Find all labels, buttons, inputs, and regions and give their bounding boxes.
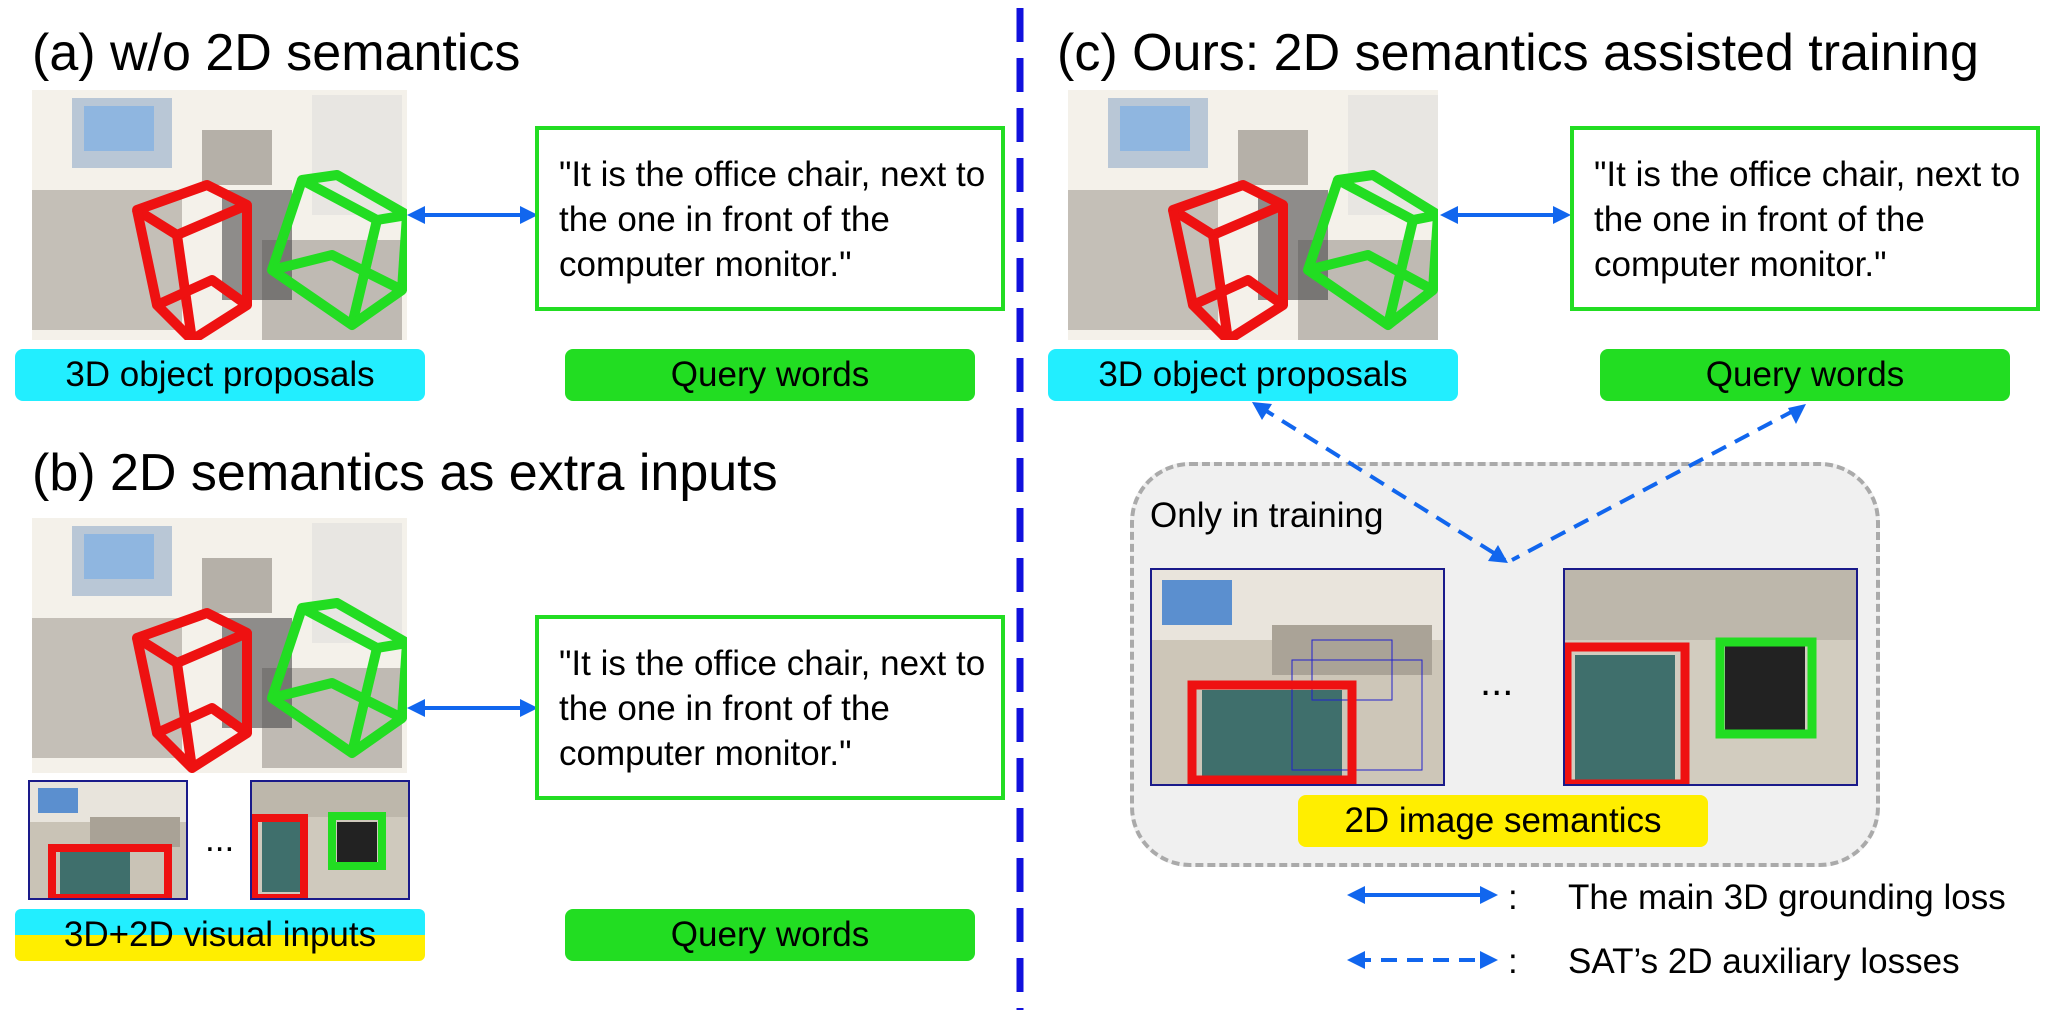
main-loss-arrow <box>1440 206 1571 224</box>
legend-solid-label: The main 3D grounding loss <box>1568 878 2006 917</box>
3d-2d-visual-inputs-label: 3D+2D visual inputs <box>15 909 425 961</box>
2d-image-semantic <box>1150 568 1445 786</box>
panel-c-title: (c) Ours: 2D semantics assisted training <box>1057 24 1979 82</box>
query-text-box: "It is the office chair, next to the one… <box>535 126 1005 311</box>
2d-image-semantics-label: 2D image semantics <box>1298 795 1708 847</box>
legend-separator: : <box>1508 878 1518 917</box>
main-loss-arrow <box>407 206 538 224</box>
ellipsis: ... <box>205 820 235 859</box>
query-text-box: "It is the office chair, next to the one… <box>1570 126 2040 311</box>
main-loss-arrow <box>407 699 538 717</box>
point-cloud-scene <box>32 518 407 773</box>
legend-solid-arrow <box>1347 886 1498 904</box>
only-in-training-label: Only in training <box>1150 496 1384 535</box>
3d-object-proposals-label: 3D object proposals <box>15 349 425 401</box>
2d-image-semantic <box>1563 568 1858 786</box>
query-words-label: Query words <box>565 349 975 401</box>
point-cloud-scene <box>32 90 407 340</box>
point-cloud-scene <box>1068 90 1438 340</box>
panel-a-title: (a) w/o 2D semantics <box>32 24 521 82</box>
query-text-box: "It is the office chair, next to the one… <box>535 615 1005 800</box>
legend-dashed-arrow <box>1347 951 1498 969</box>
3d-object-proposals-label: 3D object proposals <box>1048 349 1458 401</box>
query-words-label: Query words <box>565 909 975 961</box>
2d-image-thumbnail <box>250 780 410 900</box>
legend-dashed-label: SAT’s 2D auxiliary losses <box>1568 942 1960 981</box>
auxiliary-loss-arrows <box>1252 402 1806 563</box>
panel-divider <box>1016 8 1024 1010</box>
ellipsis: ... <box>1480 660 1514 704</box>
query-words-label: Query words <box>1600 349 2010 401</box>
2d-image-thumbnail <box>28 780 188 900</box>
3d-2d-visual-inputs-text: 3D+2D visual inputs <box>63 915 377 954</box>
panel-b-title: (b) 2D semantics as extra inputs <box>32 444 778 502</box>
legend-separator: : <box>1508 942 1518 981</box>
